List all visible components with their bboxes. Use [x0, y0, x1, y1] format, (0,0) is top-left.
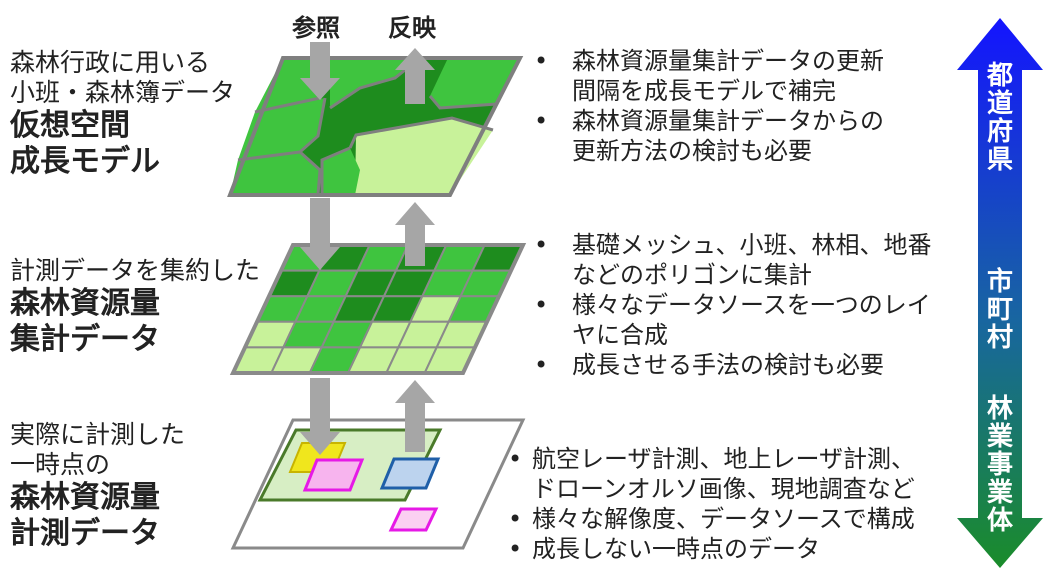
virtual-layer-title: 仮想空間 [10, 108, 130, 143]
measurement-bullets: • 航空レーザ計測、地上レーザ計測、 ドローンオルソ画像、現地調査など • 様々… [508, 444, 915, 564]
measurement-layer [230, 418, 526, 550]
list-item: • 森林資源量集計データからの 更新方法の検討も必要 [534, 107, 884, 165]
aggregate-bullets: • 基礎メッシュ、小班、林相、地番 などのポリゴンに集計 • 様々なデータソース… [534, 230, 932, 380]
measure-polygon-blue [379, 457, 441, 490]
measurement-layer-title: 森林資源量 [10, 480, 160, 515]
administrative-level-arrow [957, 18, 1043, 568]
side-label-municipality: 市 町 村 [986, 267, 1013, 353]
aggregate-layer-caption: 計測データを集約した 森林資源量 集計データ [10, 256, 261, 357]
side-label-forestry-operator: 林 業 事 業 体 [986, 394, 1013, 536]
aggregate-layer-title: 森林資源量 [10, 286, 160, 321]
reference-label: 参照 [292, 14, 340, 42]
reflect-label: 反映 [388, 14, 436, 42]
list-item: • 様々なデータソースを一つのレイ ヤに合成 [534, 291, 931, 349]
measure-polygon-magenta-small [388, 507, 439, 532]
side-label-prefecture: 都 道 府 県 [986, 61, 1013, 175]
list-item: • 基礎メッシュ、小班、林相、地番 などのポリゴンに集計 [534, 231, 932, 289]
list-item: • 成長させる手法の検討も必要 [534, 351, 884, 379]
flow-arrows [300, 42, 435, 455]
virtual-layer [227, 56, 524, 197]
list-item: • 様々な解像度、データソースで構成 [508, 505, 915, 533]
arrow-up-reflect-2 [395, 202, 435, 266]
aggregate-layer [229, 243, 527, 375]
virtual-layer-caption: 森林行政に用いる 小班・森林簿データ 仮想空間 成長モデル [10, 48, 236, 179]
arrow-up-reflect-1 [395, 48, 435, 104]
arrow-down-reference-2 [300, 198, 340, 270]
list-item: • 航空レーザ計測、地上レーザ計測、 ドローンオルソ画像、現地調査など [508, 445, 916, 503]
arrow-up-reflect-3 [395, 380, 435, 452]
arrow-down-reference-1 [300, 42, 340, 100]
arrow-down-reference-3 [300, 378, 340, 455]
list-item: • 森林資源量集計データの更新 間隔を成長モデルで補完 [534, 47, 884, 105]
list-item: • 成長しない一時点のデータ [508, 535, 820, 563]
grid-outline [229, 243, 527, 375]
virtual-mid-region [255, 58, 325, 112]
virtual-bullets: • 森林資源量集計データの更新 間隔を成長モデルで補完 • 森林資源量集計データ… [534, 46, 884, 166]
measure-polygon-magenta [302, 458, 365, 492]
measurement-layer-caption: 実際に計測した 一時点の 森林資源量 計測データ [10, 420, 186, 551]
